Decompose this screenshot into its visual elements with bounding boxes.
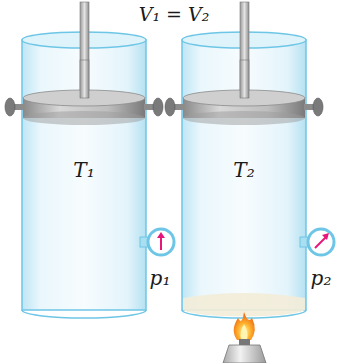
volume-equation: V₁ = V₂ <box>139 5 210 24</box>
burner <box>223 312 266 363</box>
cylinder-right <box>165 2 334 318</box>
pressure-label: p₂ <box>311 268 332 288</box>
pressure-label: p₁ <box>150 268 171 288</box>
temperature-label: T₁ <box>73 160 94 180</box>
cylinder-left <box>5 2 174 318</box>
temperature-label: T₂ <box>233 160 254 180</box>
